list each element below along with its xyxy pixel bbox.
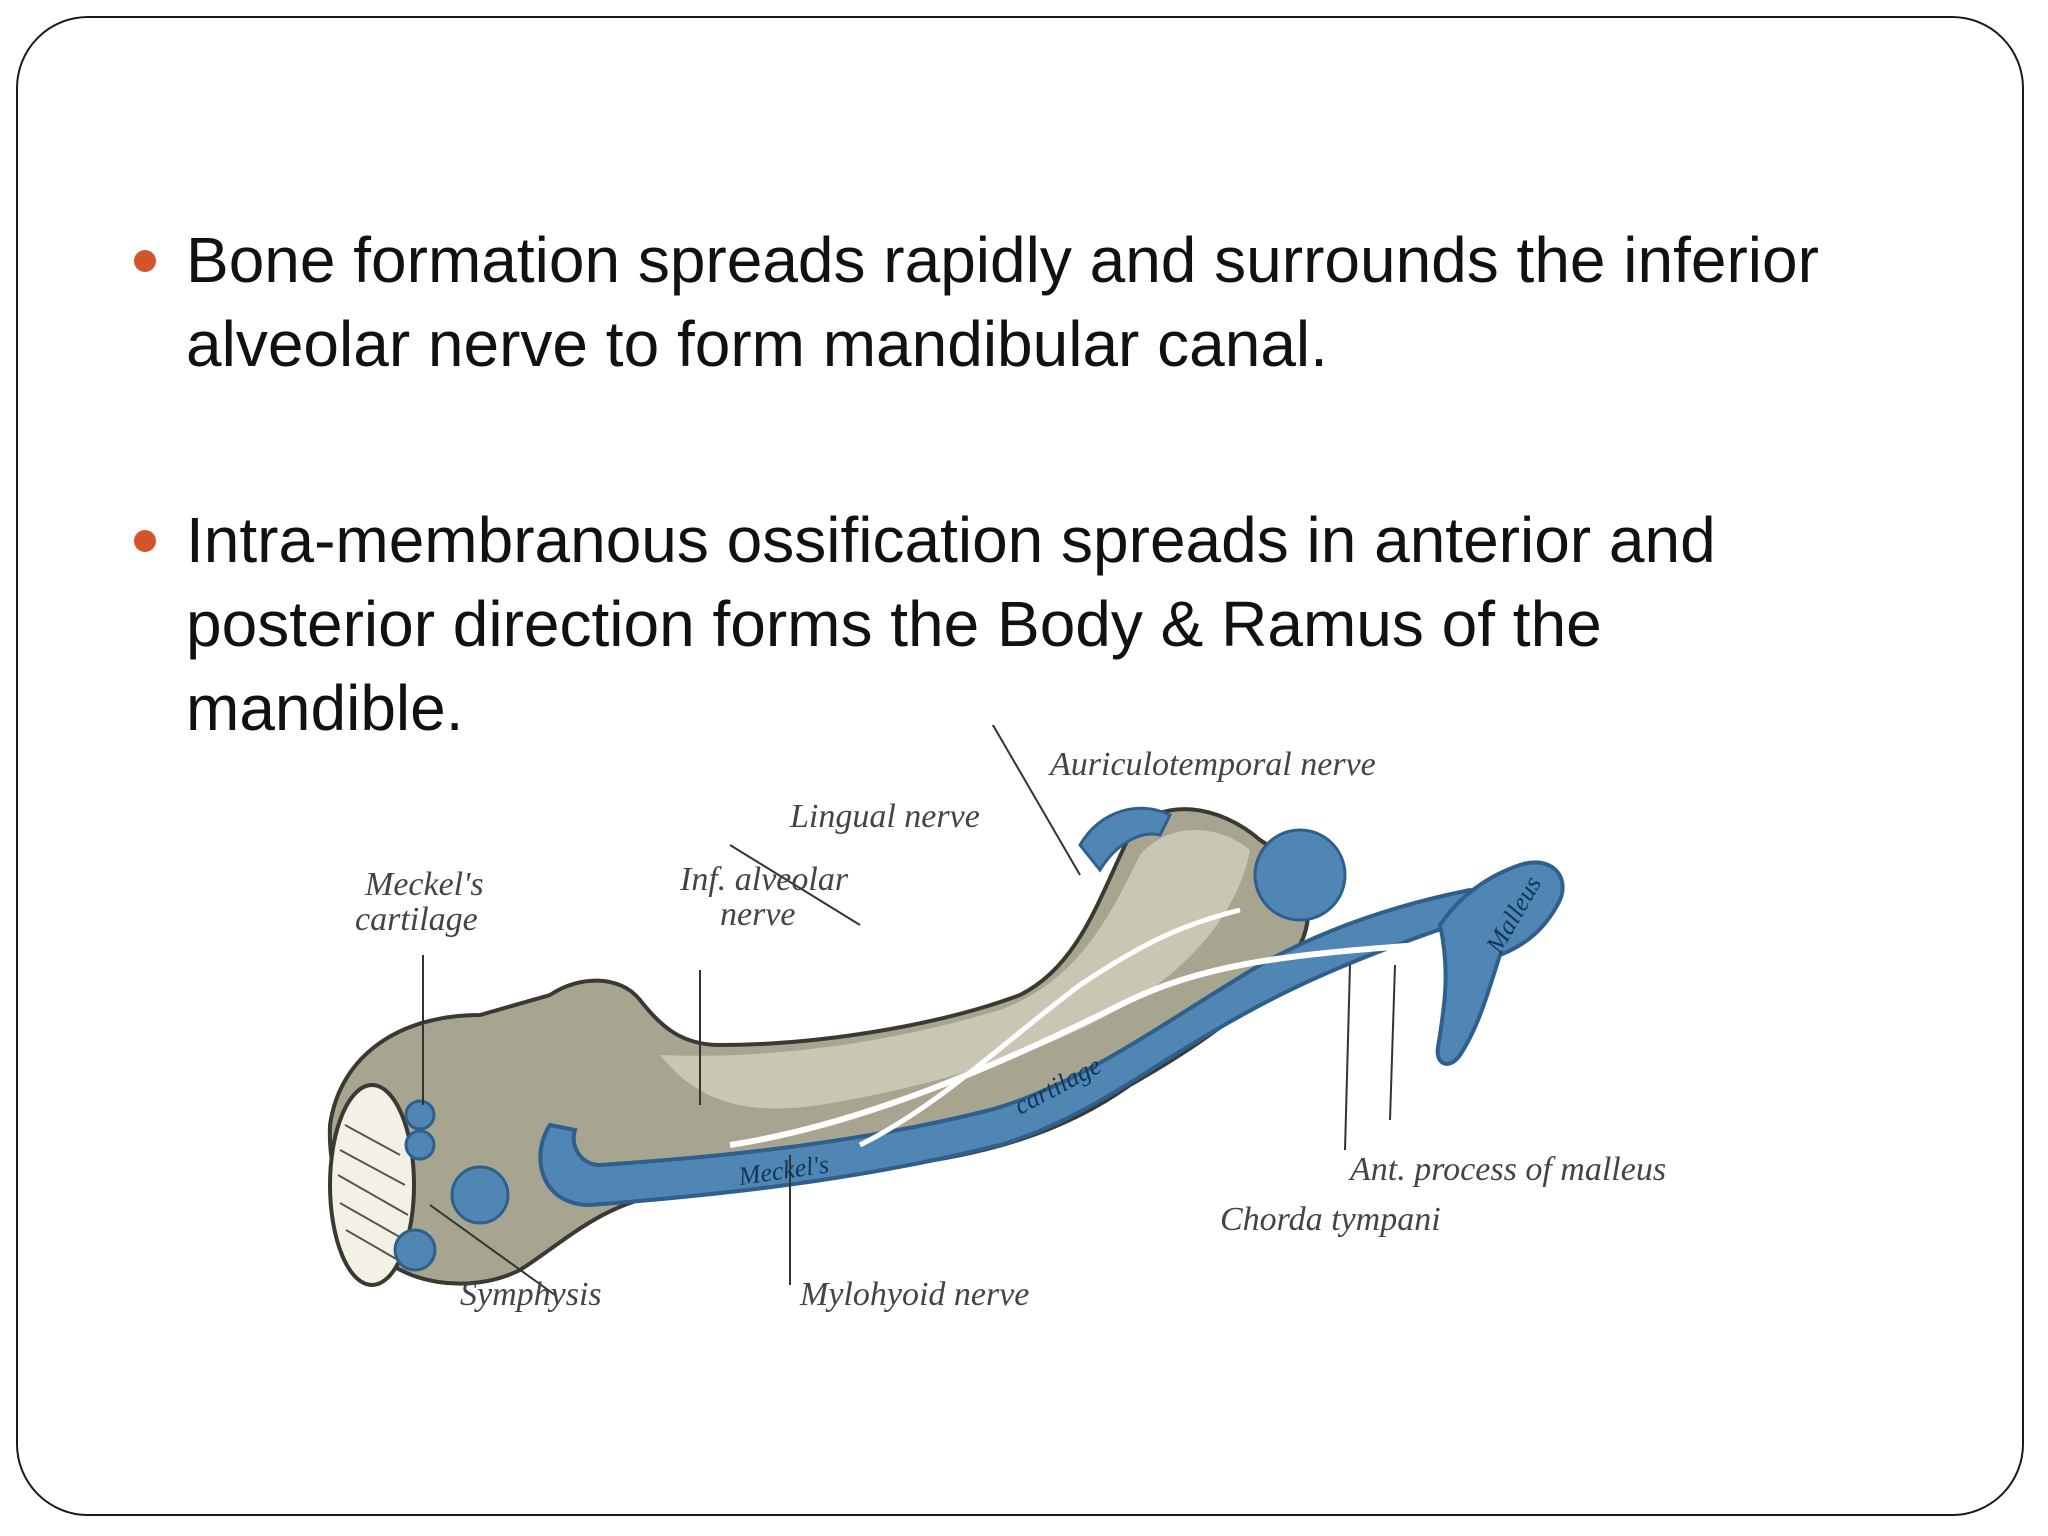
condyle-cartilage <box>1253 828 1347 922</box>
bullet-text: Intra-membranous ossification spreads in… <box>186 504 1716 744</box>
bullet-dot-icon <box>134 250 156 272</box>
inferior-alveolar-nerve <box>729 942 1421 1148</box>
label-inf-alveolar-nerve: Inf. alveolar <box>679 861 849 898</box>
mandible-illustration: Auriculotemporal nerve Lingual nerve Mec… <box>300 725 1780 1365</box>
label-meckels-cartilage: Meckel's <box>364 866 484 903</box>
label-leader-lines <box>422 725 1396 1296</box>
coronoid-cartilage <box>1078 806 1173 873</box>
mandible-bone-shade <box>660 830 1250 1109</box>
label-inf-alveolar-nerve: nerve <box>720 896 796 933</box>
bullet-dot-icon <box>134 530 156 552</box>
symphysis-nodule <box>393 1228 437 1272</box>
malleus <box>1435 860 1565 1066</box>
label-chorda-tympani: Chorda tympani <box>1220 1201 1441 1238</box>
symphysis-nodule <box>450 1165 510 1225</box>
label-meckels-cartilage: cartilage <box>355 901 478 938</box>
mandible-diagram: Auriculotemporal nerve Lingual nerve Mec… <box>327 725 1666 1313</box>
bullet-item: Bone formation spreads rapidly and surro… <box>134 218 1886 386</box>
bullet-text: Bone formation spreads rapidly and surro… <box>186 224 1819 380</box>
label-ant-process-malleus: Ant. process of malleus <box>1348 1151 1666 1188</box>
label-lingual-nerve: Lingual nerve <box>789 798 980 835</box>
meckel-nodule <box>404 1099 436 1131</box>
symphysis-hatching <box>337 1124 409 1261</box>
bullet-item: Intra-membranous ossification spreads in… <box>134 498 1886 750</box>
label-symphysis: Symphysis <box>460 1276 602 1313</box>
lingual-nerve <box>858 907 1241 1148</box>
symphysis-section <box>328 1083 416 1287</box>
label-mylohyoid-nerve: Mylohyoid nerve <box>799 1276 1029 1313</box>
bullet-list: Bone formation spreads rapidly and surro… <box>18 18 2026 1518</box>
label-auriculotemporal-nerve: Auriculotemporal nerve <box>1048 746 1376 783</box>
meckel-nodule <box>404 1129 436 1161</box>
